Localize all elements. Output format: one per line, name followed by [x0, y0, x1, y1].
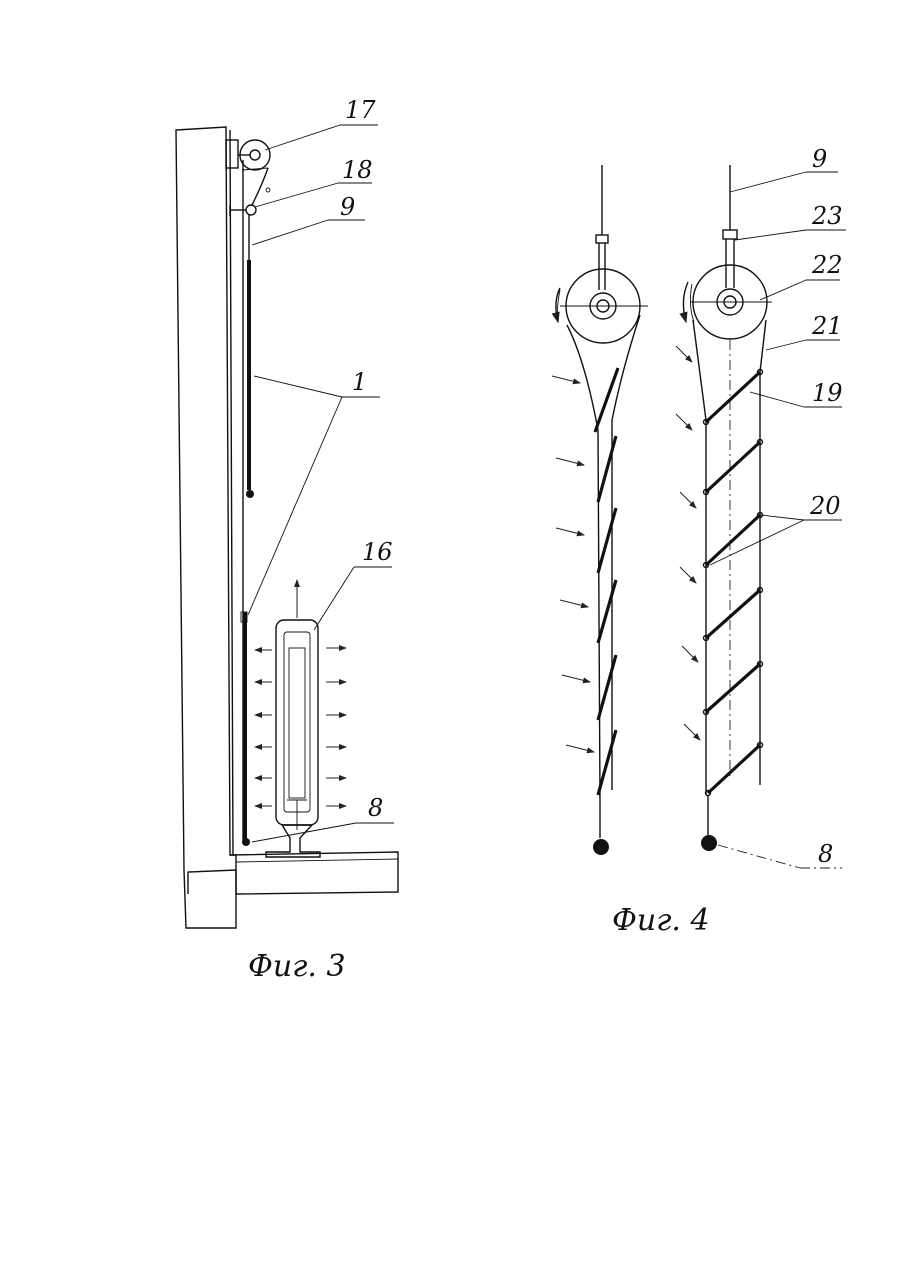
wall-section	[176, 127, 236, 928]
heat-arrows-left	[255, 650, 272, 806]
upper-screen-weight	[246, 260, 254, 498]
label-9: 9	[812, 145, 827, 173]
figure-3: 17 18 9 1 16 8 Фиг. 3	[176, 96, 398, 984]
right-slats	[706, 372, 760, 793]
heat-arrows-right	[326, 648, 346, 806]
hinge-points-20	[704, 370, 763, 796]
label-17: 17	[345, 96, 376, 124]
label-1: 1	[352, 368, 367, 396]
right-screen-view	[676, 165, 772, 851]
pulley-17	[226, 140, 270, 205]
label-21: 21	[811, 312, 843, 340]
leaders-fig3	[248, 125, 394, 842]
left-air-arrows	[552, 376, 594, 752]
label-20: 20	[809, 492, 841, 520]
figure-4-caption: Фиг. 4	[612, 903, 710, 938]
radiator-16	[266, 580, 320, 857]
label-8: 8	[818, 840, 833, 868]
label-19: 19	[812, 379, 843, 407]
label-23: 23	[811, 202, 843, 230]
floor-slab	[188, 852, 398, 894]
label-8: 8	[368, 794, 383, 822]
label-9: 9	[340, 193, 355, 221]
label-18: 18	[342, 156, 373, 184]
figure-3-caption: Фиг. 3	[248, 949, 346, 984]
labels-fig3: 17 18 9 1 16 8	[340, 96, 393, 822]
left-screen-view	[552, 165, 648, 855]
label-16: 16	[362, 538, 393, 566]
right-air-arrows	[676, 346, 700, 740]
label-22: 22	[811, 251, 843, 279]
figure-4: 9 23 22 21 19 20 8 Фиг. 4	[552, 145, 846, 938]
labels-fig4: 9 23 22 21 19 20 8	[809, 145, 843, 868]
